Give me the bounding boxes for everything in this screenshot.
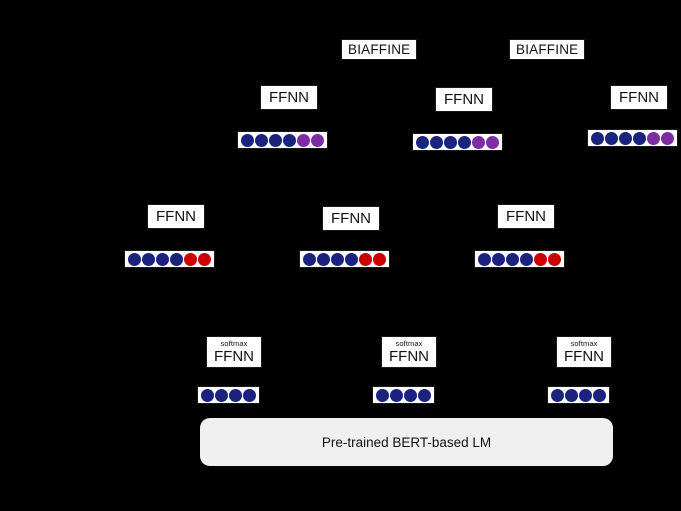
token-dot-blue xyxy=(317,252,330,266)
pretrained-lm-box: Pre-trained BERT-based LM xyxy=(200,418,613,466)
token-dot-blue xyxy=(331,252,344,266)
token-dot-blue xyxy=(591,131,604,145)
token-strip xyxy=(372,386,435,404)
token-dot-blue xyxy=(201,388,214,402)
softmax-label: softmax xyxy=(220,339,248,349)
biaffine-label: BIAFFINE xyxy=(516,41,579,57)
token-strip xyxy=(197,386,260,404)
token-dot-blue xyxy=(128,252,141,266)
token-dot-blue xyxy=(551,388,564,402)
ffnn-block[interactable]: FFNN xyxy=(147,204,205,229)
token-dot-purple xyxy=(297,133,310,147)
token-dot-red xyxy=(373,252,386,266)
token-dot-blue xyxy=(619,131,632,145)
ffnn-label: FFNN xyxy=(564,347,604,365)
token-strip xyxy=(299,250,390,268)
token-dot-blue xyxy=(565,388,578,402)
token-dot-blue xyxy=(303,252,316,266)
token-dot-blue xyxy=(255,133,268,147)
ffnn-label: FFNN xyxy=(331,210,371,227)
biaffine-block[interactable]: BIAFFINE xyxy=(341,39,418,60)
ffnn-label: FFNN xyxy=(506,208,546,225)
token-strip xyxy=(587,129,678,147)
token-dot-blue xyxy=(142,252,155,266)
softmax-label: softmax xyxy=(570,339,598,349)
token-dot-blue xyxy=(243,388,256,402)
token-dot-blue xyxy=(633,131,646,145)
token-dot-blue xyxy=(506,252,519,266)
token-dot-blue xyxy=(283,133,296,147)
ffnn-label: FFNN xyxy=(619,89,659,106)
ffnn-label: FFNN xyxy=(156,208,196,225)
token-dot-blue xyxy=(418,388,431,402)
ffnn-block[interactable]: FFNN xyxy=(610,85,668,110)
token-dot-blue xyxy=(269,133,282,147)
token-dot-blue xyxy=(579,388,592,402)
token-dot-blue xyxy=(156,252,169,266)
token-dot-purple xyxy=(486,135,499,149)
token-dot-blue xyxy=(605,131,618,145)
ffnn-block[interactable]: FFNN xyxy=(322,206,380,231)
token-dot-purple xyxy=(647,131,660,145)
biaffine-block[interactable]: BIAFFINE xyxy=(509,39,586,60)
token-dot-blue xyxy=(376,388,389,402)
biaffine-label: BIAFFINE xyxy=(348,41,411,57)
token-dot-purple xyxy=(472,135,485,149)
token-dot-blue xyxy=(404,388,417,402)
token-dot-purple xyxy=(311,133,324,147)
token-dot-blue xyxy=(416,135,429,149)
token-dot-blue xyxy=(492,252,505,266)
token-dot-blue xyxy=(170,252,183,266)
token-dot-purple xyxy=(661,131,674,145)
ffnn-label: FFNN xyxy=(389,347,429,365)
token-dot-blue xyxy=(478,252,491,266)
ffnn-label: FFNN xyxy=(214,347,254,365)
token-dot-red xyxy=(184,252,197,266)
ffnn-label: FFNN xyxy=(444,91,484,108)
token-dot-blue xyxy=(520,252,533,266)
token-dot-blue xyxy=(430,135,443,149)
token-strip xyxy=(124,250,215,268)
token-dot-blue xyxy=(345,252,358,266)
token-dot-blue xyxy=(229,388,242,402)
ffnn-label: FFNN xyxy=(269,89,309,106)
token-dot-red xyxy=(534,252,547,266)
token-dot-red xyxy=(198,252,211,266)
token-dot-red xyxy=(359,252,372,266)
ffnn-block[interactable]: FFNN xyxy=(435,87,493,112)
token-strip xyxy=(547,386,610,404)
token-dot-blue xyxy=(458,135,471,149)
ffnn-block[interactable]: FFNN xyxy=(260,85,318,110)
token-dot-blue xyxy=(593,388,606,402)
token-strip xyxy=(412,133,503,151)
token-dot-blue xyxy=(390,388,403,402)
token-dot-blue xyxy=(241,133,254,147)
token-dot-blue xyxy=(215,388,228,402)
softmax-label: softmax xyxy=(395,339,423,349)
token-dot-blue xyxy=(444,135,457,149)
pretrained-lm-label: Pre-trained BERT-based LM xyxy=(321,434,492,450)
token-dot-red xyxy=(548,252,561,266)
ffnn-block[interactable]: FFNN xyxy=(497,204,555,229)
token-strip xyxy=(237,131,328,149)
token-strip xyxy=(474,250,565,268)
